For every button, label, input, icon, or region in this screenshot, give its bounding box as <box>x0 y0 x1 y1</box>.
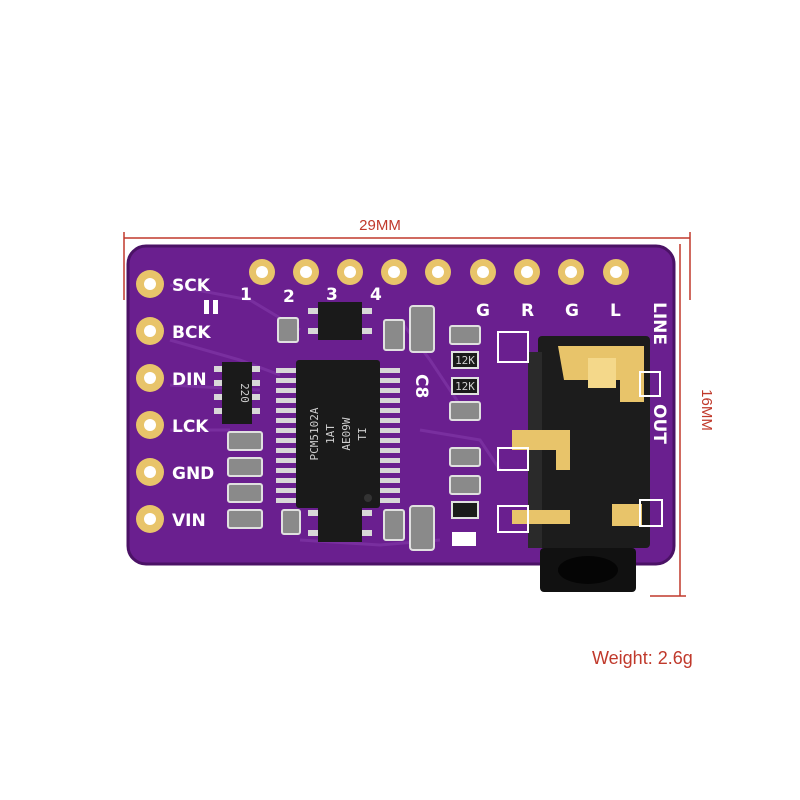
label-pin-g2: G <box>565 301 579 321</box>
label-vin: VIN <box>172 511 206 531</box>
label-gnd: GND <box>172 464 214 484</box>
smd-components: 12K 12K C8 <box>227 305 481 551</box>
chip-line-2: 1AT <box>324 424 337 444</box>
audio-jack <box>497 331 663 592</box>
label-out: OUT <box>649 404 669 444</box>
pin-gnd <box>136 458 164 486</box>
width-label: 29MM <box>359 217 401 234</box>
label-bck: BCK <box>172 323 211 343</box>
top-pin-header: 1 2 3 4 G R G L <box>240 259 629 321</box>
weight-label: Weight: 2.6g <box>592 648 693 668</box>
pin-vin <box>136 505 164 533</box>
label-lck: LCK <box>172 417 209 437</box>
label-din: DIN <box>172 370 207 390</box>
cap-label: C8 <box>411 374 431 398</box>
label-pin-l: L <box>610 301 621 321</box>
height-label: 16MM <box>698 389 715 431</box>
label-pin-3: 3 <box>326 285 338 305</box>
dimension-width: 29MM <box>123 217 691 300</box>
pin-bck <box>136 317 164 345</box>
resistor-array: 220 <box>214 362 260 424</box>
label-pin-1: 1 <box>240 285 252 305</box>
pcm5102a-chip: PCM5102A 1AT AE09W TI <box>276 360 400 508</box>
chip-line-3: AE09W <box>340 417 353 450</box>
left-pin-header: SCK BCK DIN LCK GND VIN <box>136 270 218 533</box>
label-pin-4: 4 <box>370 285 382 305</box>
chip-part-number: PCM5102A <box>308 407 321 460</box>
label-pin-r: R <box>521 301 534 321</box>
pin-sck <box>136 270 164 298</box>
smd-label-2: 12K <box>455 380 475 393</box>
pin-lck <box>136 411 164 439</box>
resistor-label: 220 <box>238 383 251 403</box>
label-sck: SCK <box>172 276 211 296</box>
smd-label-1: 12K <box>455 354 475 367</box>
pin-din <box>136 364 164 392</box>
label-line: LINE <box>649 302 669 345</box>
regulator-chips <box>308 302 372 542</box>
chip-brand: TI <box>356 427 369 440</box>
label-pin-g1: G <box>476 301 490 321</box>
dimension-height: 16MM <box>650 244 715 597</box>
label-pin-2: 2 <box>283 287 295 307</box>
